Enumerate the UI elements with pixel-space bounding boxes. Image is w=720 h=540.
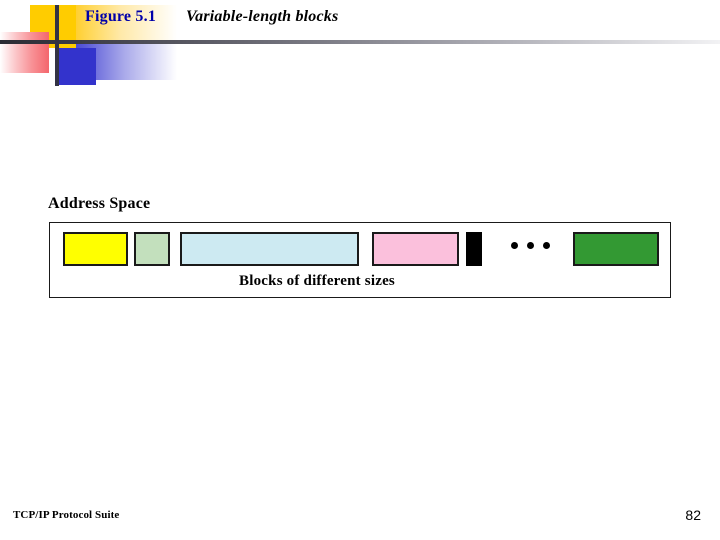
decorative-red-square <box>0 32 49 73</box>
address-space-label: Address Space <box>48 195 151 212</box>
blocks-caption: Blocks of different sizes <box>239 273 395 289</box>
ellipsis-dot <box>543 242 550 249</box>
block-dark-green <box>573 232 659 266</box>
block-black <box>466 232 482 266</box>
memory-blocks-row <box>50 223 670 297</box>
page-title: Figure 5.1 Variable-length blocks <box>85 8 338 32</box>
block-pink <box>372 232 459 266</box>
ellipsis-dot <box>527 242 534 249</box>
block-light-blue <box>180 232 359 266</box>
decorative-yellow-gradient <box>59 5 177 41</box>
header-decoration <box>0 0 720 95</box>
block-light-green <box>134 232 170 266</box>
ellipsis-dot <box>511 242 518 249</box>
block-yellow <box>63 232 128 266</box>
decorative-horizontal-rule <box>0 40 720 44</box>
decorative-blue-square <box>55 48 96 85</box>
page-number: 82 <box>685 507 701 523</box>
figure-number: Figure 5.1 <box>85 8 157 25</box>
address-space-container: Blocks of different sizes <box>49 222 671 298</box>
ellipsis-icon <box>511 242 550 249</box>
footer-title: TCP/IP Protocol Suite <box>13 509 120 521</box>
figure-title: Variable-length blocks <box>186 8 339 25</box>
decorative-vertical-bar <box>55 5 59 86</box>
